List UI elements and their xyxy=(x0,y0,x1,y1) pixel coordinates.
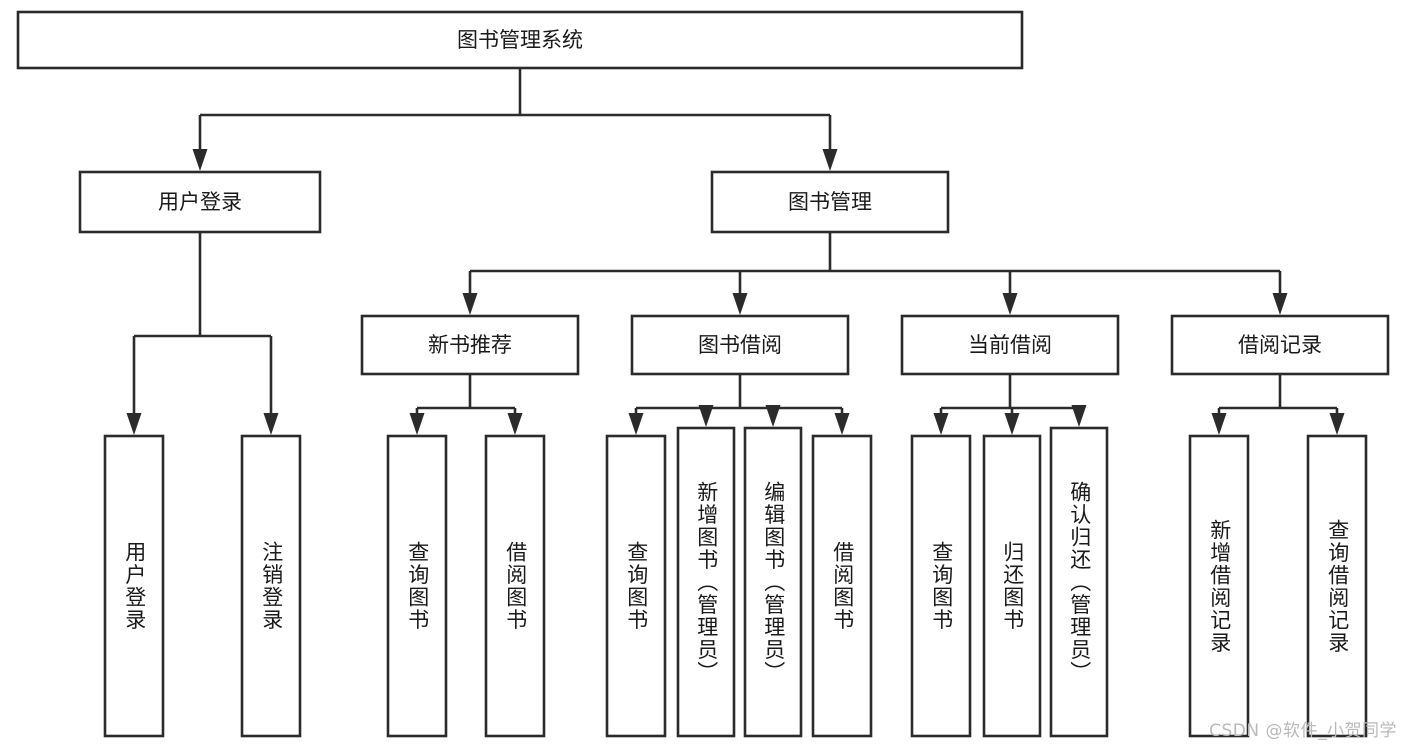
node-label-l2c: 当前借阅 xyxy=(968,333,1052,357)
connector-group-l2d xyxy=(1211,374,1345,435)
node-box-leaf02[interactable] xyxy=(240,434,302,738)
node-box-leaf06[interactable] xyxy=(676,426,736,738)
connector-group-l1b xyxy=(462,232,1288,315)
node-box-leaf10[interactable] xyxy=(982,434,1042,738)
node-box-leaf12[interactable] xyxy=(1188,434,1250,738)
node-box-l1a[interactable] xyxy=(78,170,322,234)
node-label-l2d: 借阅记录 xyxy=(1238,333,1322,357)
node-box-l1b[interactable] xyxy=(710,170,950,234)
connector-group-root xyxy=(192,68,838,171)
node-box-leaf01[interactable] xyxy=(103,434,165,738)
node-box-leaf11[interactable] xyxy=(1049,426,1109,738)
node-box-l2b[interactable] xyxy=(630,314,850,376)
watermark-text: CSDN @软件_小贺同学 xyxy=(1209,721,1397,741)
node-box-l2d[interactable] xyxy=(1170,314,1390,376)
connector-group-l2c xyxy=(933,374,1087,435)
node-label-l2b: 图书借阅 xyxy=(698,333,782,357)
node-box-leaf05[interactable] xyxy=(605,434,667,738)
node-box-l2a[interactable] xyxy=(360,314,580,376)
connector-group-l2a xyxy=(409,374,523,435)
node-box-leaf04[interactable] xyxy=(484,434,546,738)
node-box-l2c[interactable] xyxy=(900,314,1120,376)
node-box-leaf08[interactable] xyxy=(811,434,873,738)
node-box-root[interactable] xyxy=(16,10,1024,70)
node-box-leaf09[interactable] xyxy=(910,434,972,738)
node-label-l1a: 用户登录 xyxy=(158,190,242,214)
node-label-root: 图书管理系统 xyxy=(457,28,583,52)
node-box-leaf07[interactable] xyxy=(743,426,803,738)
connector-group-l2b xyxy=(628,374,850,435)
connector-group-l1a xyxy=(126,232,279,435)
node-label-l2a: 新书推荐 xyxy=(428,333,512,357)
node-box-leaf03[interactable] xyxy=(386,434,448,738)
node-box-leaf13[interactable] xyxy=(1306,434,1368,738)
node-label-l1b: 图书管理 xyxy=(788,190,872,214)
